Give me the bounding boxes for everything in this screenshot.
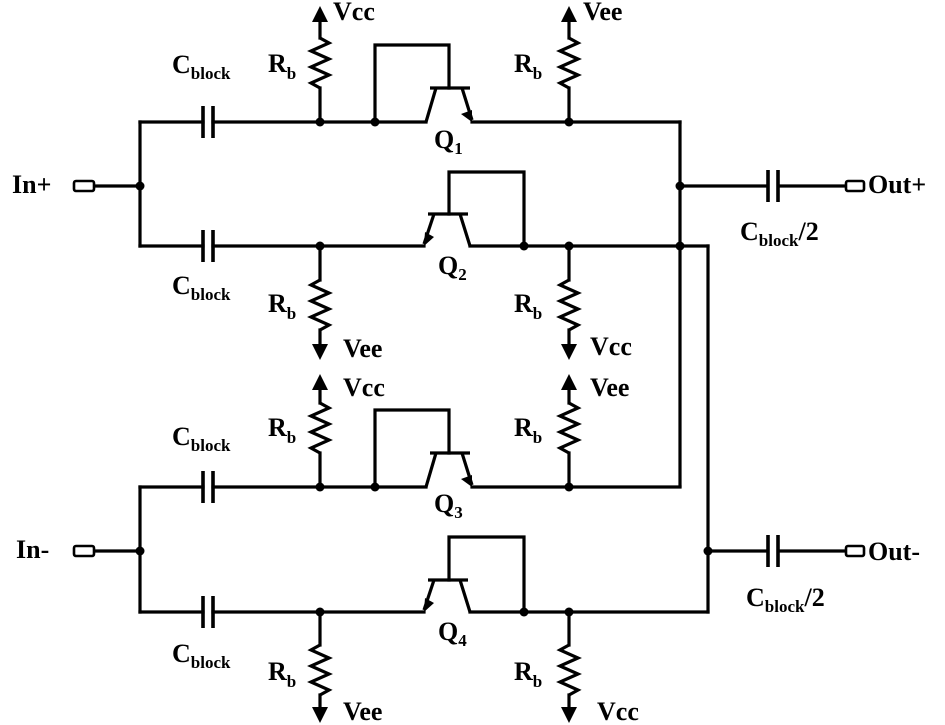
supply-arrow-icon	[561, 344, 577, 360]
label-rb: Rb	[514, 413, 542, 447]
supply-arrow-icon	[561, 374, 577, 390]
label-q4: Q4	[438, 617, 467, 650]
label-rb: Rb	[514, 657, 542, 691]
junction-dot	[675, 241, 685, 251]
capacitor-c3	[201, 471, 215, 503]
supply-arrow-icon	[312, 344, 328, 360]
label-vcc: Vcc	[343, 373, 385, 402]
junction-dot	[135, 181, 145, 191]
label-rb: Rb	[514, 289, 542, 323]
resistor-q2-emitter	[556, 244, 582, 360]
lower-circuit	[94, 374, 848, 723]
resistor-q4-emitter	[556, 610, 582, 723]
label-cblock-half: Cblock/2	[746, 583, 825, 616]
port-in-minus	[72, 544, 96, 558]
label-in-plus: In+	[12, 170, 51, 199]
transistor-q3	[373, 408, 474, 489]
junction-dot	[315, 607, 325, 617]
junction-dot	[564, 482, 574, 492]
junction-dot	[315, 482, 325, 492]
junction-dot	[315, 117, 325, 127]
supply-arrow-icon	[312, 707, 328, 723]
emitter-arrow-icon	[461, 110, 472, 122]
label-out-minus: Out-	[868, 537, 920, 566]
label-q1: Q1	[434, 125, 463, 158]
transistor-q4	[422, 535, 526, 614]
capacitor-out-plus	[766, 170, 780, 202]
junction-dot	[519, 241, 529, 251]
label-vcc: Vcc	[590, 332, 632, 361]
resistor-q3-emitter	[556, 374, 582, 489]
supply-arrow-icon	[312, 6, 328, 22]
label-cblock: Cblock	[172, 271, 231, 304]
resistor-q2-base	[307, 244, 333, 360]
label-q2: Q2	[438, 251, 467, 284]
junction-dot	[564, 241, 574, 251]
emitter-arrow-icon	[424, 232, 434, 246]
capacitor-c4	[201, 596, 215, 628]
label-vee: Vee	[583, 0, 622, 26]
supply-arrow-icon	[312, 374, 328, 390]
supply-arrow-icon	[561, 6, 577, 22]
label-vee: Vee	[590, 373, 629, 402]
label-vee: Vee	[343, 697, 382, 725]
junction-dot	[519, 607, 529, 617]
capacitor-c2	[201, 230, 215, 262]
emitter-arrow-icon	[424, 598, 434, 612]
label-in-minus: In-	[16, 535, 49, 564]
junction-dot	[135, 546, 145, 556]
label-vee: Vee	[343, 334, 382, 363]
label-vcc: Vcc	[597, 697, 639, 725]
port-out-minus	[844, 544, 866, 558]
label-cblock: Cblock	[172, 639, 231, 672]
label-rb: Rb	[268, 413, 296, 447]
junction-dot	[564, 607, 574, 617]
resistor-q4-base	[307, 610, 333, 723]
capacitor-c1	[201, 106, 215, 138]
label-rb: Rb	[514, 49, 542, 83]
emitter-arrow-icon	[461, 475, 472, 487]
label-rb: Rb	[268, 657, 296, 691]
label-cblock: Cblock	[172, 50, 231, 83]
junction-dot	[370, 482, 380, 492]
label-vcc: Vcc	[333, 0, 375, 26]
label-out-plus: Out+	[868, 170, 926, 199]
label-cblock: Cblock	[172, 422, 231, 455]
transistor-q2	[422, 170, 526, 248]
resistor-q3-base	[307, 374, 333, 489]
resistor-q1-emitter	[556, 6, 582, 124]
junction-dot	[315, 241, 325, 251]
junction-dot	[370, 117, 380, 127]
port-in-plus	[72, 179, 96, 193]
upper-circuit	[94, 6, 848, 614]
capacitor-out-minus	[766, 535, 780, 567]
transistor-q1	[373, 43, 474, 124]
label-rb: Rb	[268, 289, 296, 323]
resistor-q1-base	[307, 6, 333, 124]
label-rb: Rb	[268, 49, 296, 83]
label-q3: Q3	[434, 489, 463, 522]
junction-dot	[564, 117, 574, 127]
supply-arrow-icon	[561, 707, 577, 723]
port-out-plus	[844, 179, 866, 193]
label-cblock-half: Cblock/2	[740, 217, 819, 250]
